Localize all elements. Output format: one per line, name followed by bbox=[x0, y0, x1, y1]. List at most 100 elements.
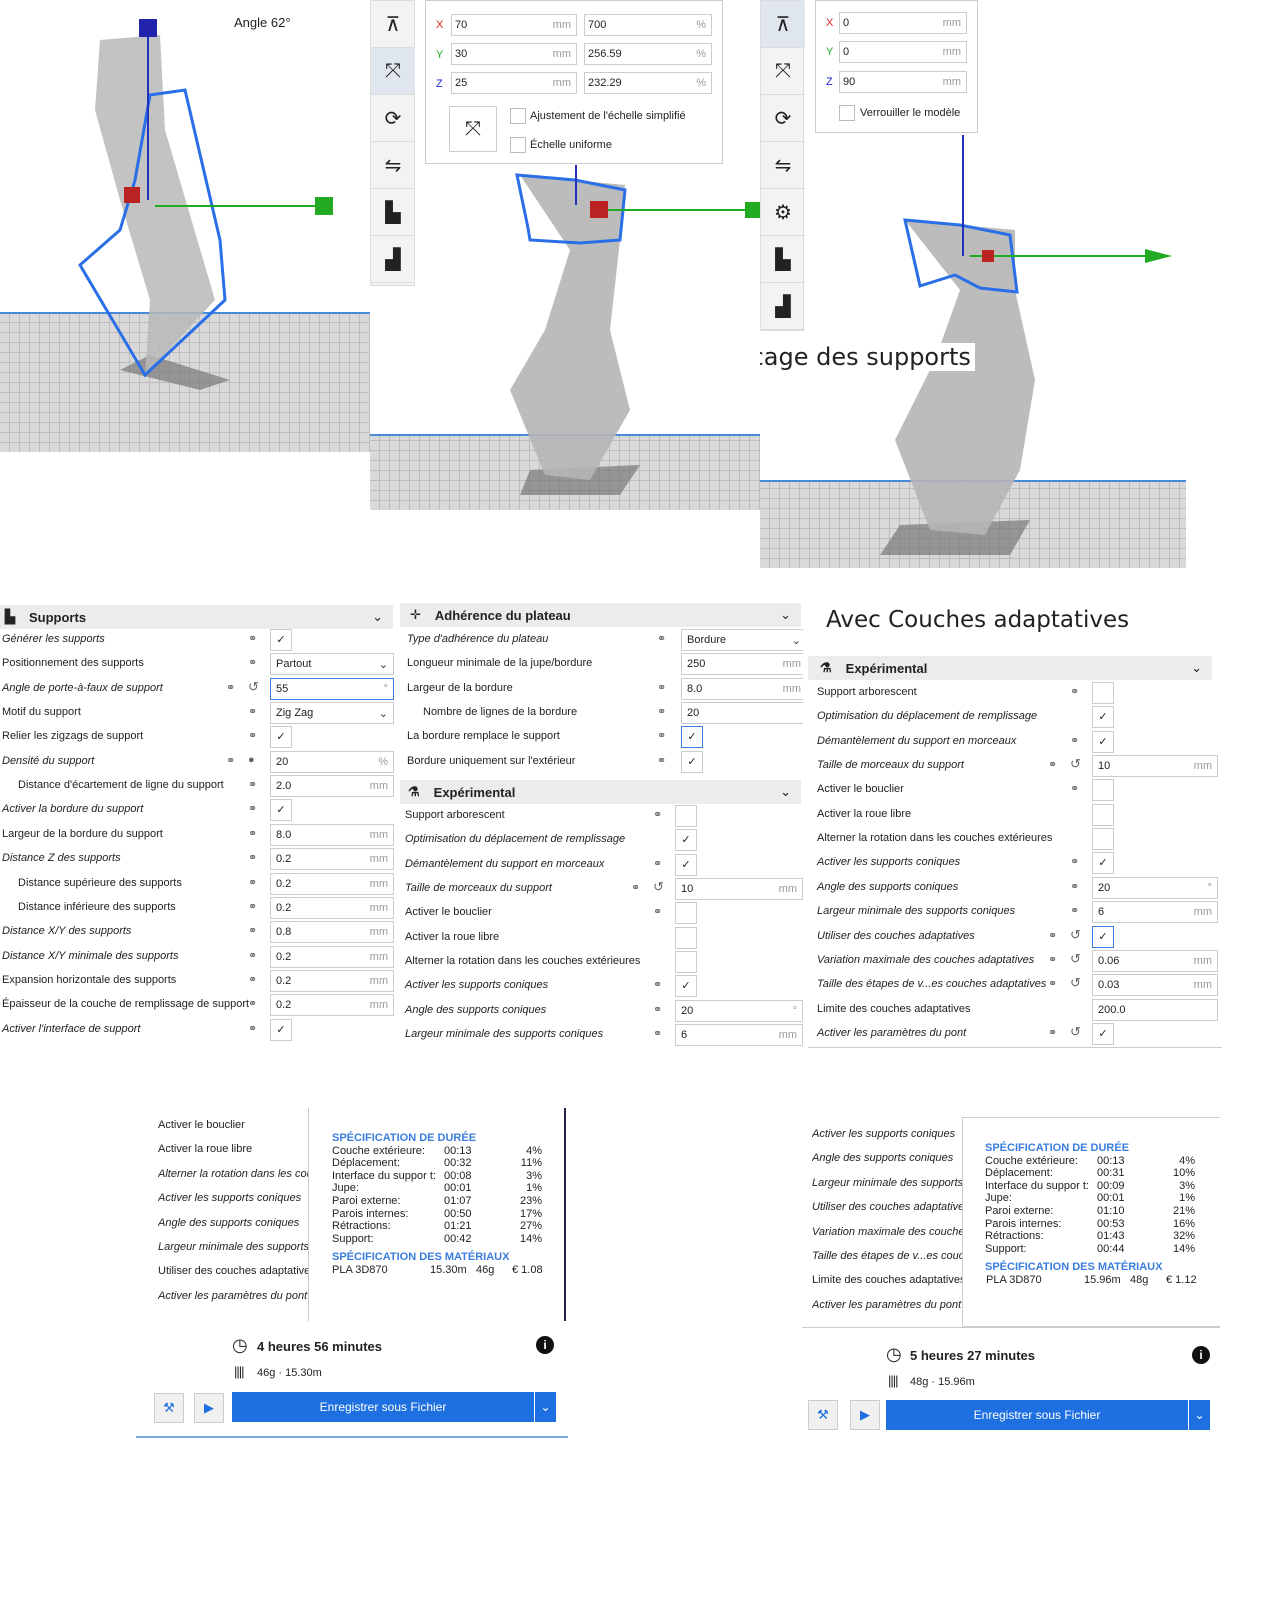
move-tool-button[interactable]: ⊼ bbox=[761, 1, 805, 48]
experimental-section-header[interactable]: ⚗ Expérimental ⌄ bbox=[400, 780, 801, 804]
link-icon[interactable]: ⚭ bbox=[248, 827, 258, 840]
reset-icon[interactable]: ↺ bbox=[1070, 950, 1081, 966]
link-icon[interactable]: ⚭ bbox=[631, 882, 641, 895]
link-icon[interactable]: ⚭ bbox=[657, 730, 667, 743]
setting-checkbox[interactable]: ✓ bbox=[681, 726, 703, 749]
link-icon[interactable]: ⚭ bbox=[1048, 1026, 1058, 1039]
save-options-dropdown[interactable]: ⌄ bbox=[1188, 1400, 1210, 1430]
setting-checkbox[interactable]: ✓ bbox=[1092, 925, 1114, 948]
setting-input[interactable]: 200.0 bbox=[1092, 998, 1218, 1021]
link-icon[interactable]: ⚭ bbox=[248, 730, 258, 743]
adhesion-section-header[interactable]: ✛ Adhérence du plateau ⌄ bbox=[400, 603, 801, 627]
setting-input[interactable]: 20% bbox=[270, 750, 394, 773]
info-icon[interactable]: i bbox=[536, 1336, 554, 1354]
setting-checkbox[interactable]: ✓ bbox=[675, 853, 697, 876]
link-icon[interactable]: ⚭ bbox=[248, 803, 258, 816]
link-icon[interactable]: ⚭ bbox=[226, 754, 236, 767]
link-icon[interactable]: ⚭ bbox=[653, 809, 663, 821]
info-icon[interactable]: i bbox=[1192, 1346, 1210, 1364]
link-icon[interactable]: ⚭ bbox=[1048, 929, 1058, 942]
link-icon[interactable]: ⚭ bbox=[1070, 880, 1080, 893]
tools-button[interactable]: ⚒ bbox=[808, 1400, 838, 1430]
link-icon[interactable]: ⚭ bbox=[653, 1028, 663, 1041]
link-icon[interactable]: ⚭ bbox=[248, 973, 258, 986]
link-icon[interactable]: ⚭ bbox=[248, 925, 258, 938]
setting-checkbox[interactable]: ✓ bbox=[681, 750, 703, 773]
reset-icon[interactable]: ↺ bbox=[248, 678, 259, 694]
reset-icon[interactable]: ↺ bbox=[1070, 1023, 1081, 1039]
mirror-tool-button[interactable]: ⇋ bbox=[371, 142, 415, 189]
link-icon[interactable]: ⚭ bbox=[657, 633, 667, 645]
scale-tool-button[interactable]: ⤧ bbox=[371, 48, 415, 95]
link-icon[interactable]: ⚭ bbox=[1070, 734, 1080, 747]
reset-icon[interactable]: ↺ bbox=[1070, 756, 1081, 772]
scale-tool-button[interactable]: ⤧ bbox=[761, 48, 805, 95]
per-model-settings-button[interactable]: ⚙ bbox=[761, 189, 805, 236]
save-options-dropdown[interactable]: ⌄ bbox=[534, 1392, 556, 1422]
supports-section-header[interactable]: ▙ Supports ⌄ bbox=[0, 605, 393, 629]
setting-checkbox[interactable] bbox=[675, 926, 697, 949]
link-icon[interactable]: ⚭ bbox=[248, 779, 258, 792]
per-model-settings-button[interactable]: ▙ bbox=[371, 189, 415, 236]
tool-button[interactable]: ▟ bbox=[761, 283, 805, 330]
setting-checkbox[interactable]: ✓ bbox=[270, 799, 292, 822]
support-blocker-button[interactable]: ▟ bbox=[371, 236, 415, 283]
scale-z-percent-input[interactable]: 232.29% bbox=[584, 72, 712, 94]
setting-input[interactable]: 55° bbox=[270, 677, 394, 700]
move-tool-button[interactable]: ⊼ bbox=[371, 1, 415, 48]
mirror-tool-button[interactable]: ⇋ bbox=[761, 142, 805, 189]
setting-input[interactable]: 20° bbox=[675, 999, 803, 1022]
link-icon[interactable]: ⚭ bbox=[1070, 686, 1080, 698]
link-icon[interactable]: ⚭ bbox=[248, 657, 258, 670]
link-icon[interactable]: ⚭ bbox=[1070, 905, 1080, 918]
setting-input[interactable]: 20° bbox=[1092, 876, 1218, 899]
setting-checkbox[interactable] bbox=[1092, 779, 1114, 802]
preview-button[interactable]: ▶ bbox=[850, 1400, 880, 1430]
setting-checkbox[interactable] bbox=[675, 805, 697, 827]
setting-checkbox[interactable]: ✓ bbox=[675, 975, 697, 998]
reset-icon[interactable]: ↺ bbox=[1070, 975, 1081, 991]
save-to-file-button[interactable]: Enregistrer sous Fichier bbox=[232, 1392, 534, 1422]
setting-checkbox[interactable] bbox=[675, 951, 697, 974]
setting-checkbox[interactable]: ✓ bbox=[1092, 1022, 1114, 1045]
link-icon[interactable]: ⚭ bbox=[653, 1003, 663, 1016]
link-icon[interactable]: ⚭ bbox=[1070, 783, 1080, 796]
tools-button[interactable]: ⚒ bbox=[154, 1393, 184, 1423]
setting-checkbox[interactable]: ✓ bbox=[1092, 852, 1114, 875]
viewport-1[interactable]: Angle 62° bbox=[0, 0, 370, 452]
scale-y-percent-input[interactable]: 256.59% bbox=[584, 43, 712, 65]
setting-checkbox[interactable]: ✓ bbox=[270, 629, 292, 651]
setting-checkbox[interactable]: ✓ bbox=[270, 1018, 292, 1041]
setting-checkbox[interactable] bbox=[675, 902, 697, 925]
setting-select[interactable]: Bordure⌄ bbox=[681, 629, 803, 651]
link-icon[interactable]: ⚭ bbox=[248, 900, 258, 913]
setting-select[interactable]: Zig Zag⌄ bbox=[270, 702, 394, 725]
link-icon[interactable]: ⚭ bbox=[248, 706, 258, 719]
link-icon[interactable]: ⚭ bbox=[248, 1022, 258, 1035]
rotate-tool-button[interactable]: ⟳ bbox=[761, 95, 805, 142]
setting-input[interactable]: 20 bbox=[681, 702, 803, 725]
link-icon[interactable]: ⚭ bbox=[653, 857, 663, 870]
link-icon[interactable]: ⚭ bbox=[226, 681, 236, 694]
setting-checkbox[interactable] bbox=[1092, 682, 1114, 704]
link-icon[interactable]: ⚭ bbox=[657, 706, 667, 719]
link-icon[interactable]: ⚭ bbox=[1048, 759, 1058, 772]
link-icon[interactable]: ⚭ bbox=[1048, 978, 1058, 991]
link-icon[interactable]: ⚭ bbox=[248, 852, 258, 865]
